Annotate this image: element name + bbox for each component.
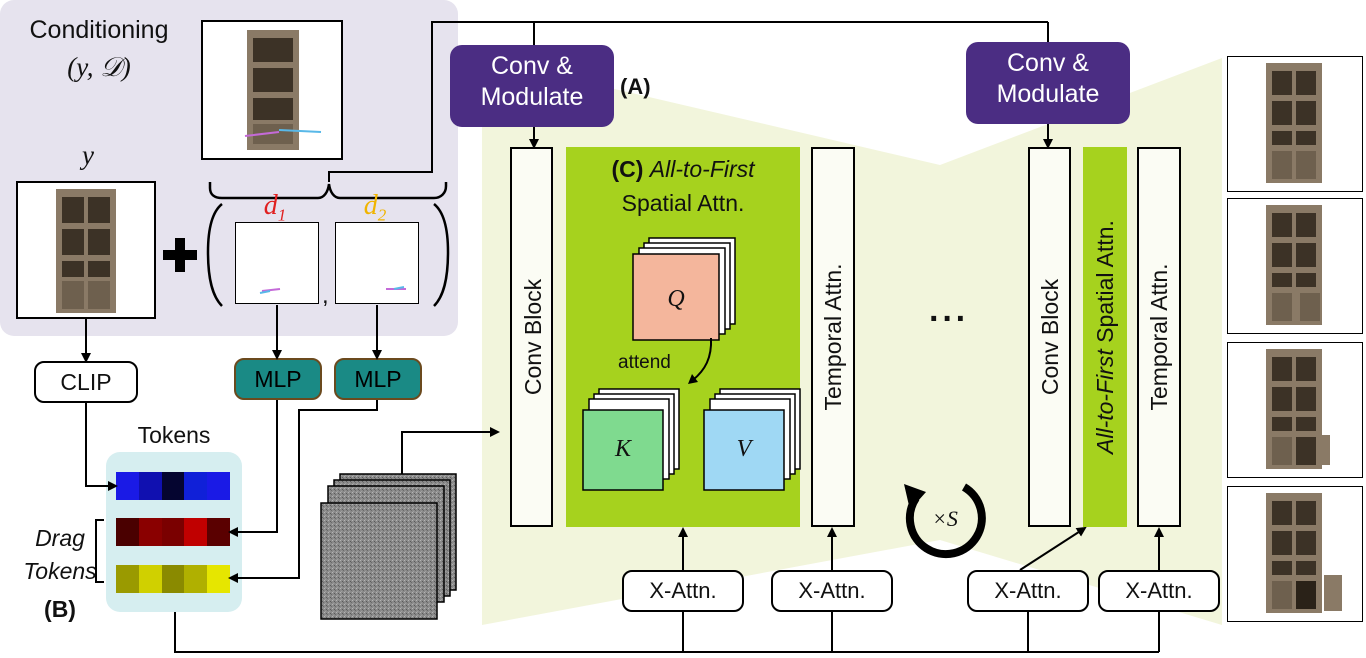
d1-label: d1	[263, 190, 287, 225]
noise-latent-stack	[320, 473, 457, 620]
x-attn-box-2: X-Attn.	[771, 570, 893, 612]
marker-c: (C)	[611, 156, 644, 182]
marker-b: (B)	[44, 596, 76, 622]
temporal-attn-1	[811, 147, 855, 527]
token-cell	[116, 518, 139, 546]
output-frame-1	[1227, 56, 1363, 192]
token-cell	[138, 472, 162, 500]
token-cell	[161, 472, 185, 500]
qkv-stacks	[582, 237, 801, 491]
x-attn-box-1: X-Attn.	[622, 570, 744, 612]
attend-label: attend	[618, 352, 671, 373]
conv-modulate-box-1: Conv & Modulate	[450, 45, 614, 127]
conditioning-title: Conditioning	[29, 16, 169, 44]
q-label: Q	[667, 286, 685, 312]
conditioning-math: (y, 𝒟)	[67, 52, 131, 82]
token-cell	[161, 518, 185, 546]
token-cell	[207, 518, 230, 546]
clip-token-row	[116, 472, 230, 500]
bookshelf-icon	[56, 189, 116, 313]
x-attn-box-4: X-Attn.	[1098, 570, 1220, 612]
v-stack	[703, 388, 801, 491]
d2-label: d2	[363, 190, 387, 225]
token-cell	[207, 565, 230, 593]
attn-panel-subtitle: Spatial Attn.	[621, 190, 745, 216]
token-cell	[161, 565, 185, 593]
drag-token-row-d2	[116, 565, 230, 593]
bookshelf-with-drags-icon	[244, 30, 322, 150]
plus-icon	[163, 238, 197, 272]
bookshelf-icon	[1266, 493, 1342, 613]
bookshelf-icon	[1266, 205, 1322, 325]
token-cell	[138, 518, 162, 546]
conv-block-2	[1028, 147, 1071, 527]
drag-set-brackets	[206, 182, 450, 307]
output-frame-3	[1227, 342, 1363, 478]
drag-tokens-label: Drag Tokens	[23, 525, 97, 585]
y-label: y	[82, 140, 94, 170]
all-to-first-attn-2	[1083, 147, 1127, 527]
bookshelf-icon	[1266, 349, 1330, 469]
x-attn-box-3: X-Attn.	[967, 570, 1089, 612]
ellipsis: ···	[929, 300, 969, 338]
token-cell	[207, 472, 230, 500]
token-cell	[184, 472, 208, 500]
v-label: V	[736, 436, 752, 462]
drag-arrow-icon	[386, 286, 406, 290]
attn-title-italic: All-to-First	[649, 156, 755, 182]
tokens-title: Tokens	[137, 422, 211, 448]
drag-map-d1	[235, 222, 319, 304]
drag-preview-image	[201, 20, 343, 160]
attn-panel-title: (C) All-to-First	[566, 156, 800, 183]
k-stack	[582, 388, 680, 491]
k-label: K	[614, 436, 631, 462]
temporal-attn-2	[1137, 147, 1181, 527]
input-image-y	[16, 181, 156, 319]
drag-map-d2	[335, 222, 419, 304]
marker-a: (A)	[620, 74, 651, 99]
q-stack	[632, 237, 736, 341]
token-cell	[138, 565, 162, 593]
token-cell	[116, 565, 139, 593]
repeat-label: ×S	[932, 506, 958, 531]
repeat-loop-icon	[904, 483, 986, 559]
output-frame-2	[1227, 198, 1363, 334]
token-cell	[116, 472, 139, 500]
drag-tokens-bracket	[95, 519, 104, 583]
mlp-box-d1: MLP	[234, 358, 322, 400]
attend-arrow	[692, 337, 713, 381]
output-frame-4	[1227, 486, 1363, 622]
drag-map-separator: ,	[322, 282, 329, 309]
clip-encoder-box: CLIP	[34, 361, 138, 403]
token-cell	[184, 565, 208, 593]
bookshelf-icon	[1266, 63, 1322, 183]
conv-block-1	[510, 147, 553, 527]
token-cell	[184, 518, 208, 546]
drag-token-row-d1	[116, 518, 230, 546]
drag-arrow-icon	[259, 288, 281, 294]
conv-modulate-box-2: Conv & Modulate	[966, 42, 1130, 124]
